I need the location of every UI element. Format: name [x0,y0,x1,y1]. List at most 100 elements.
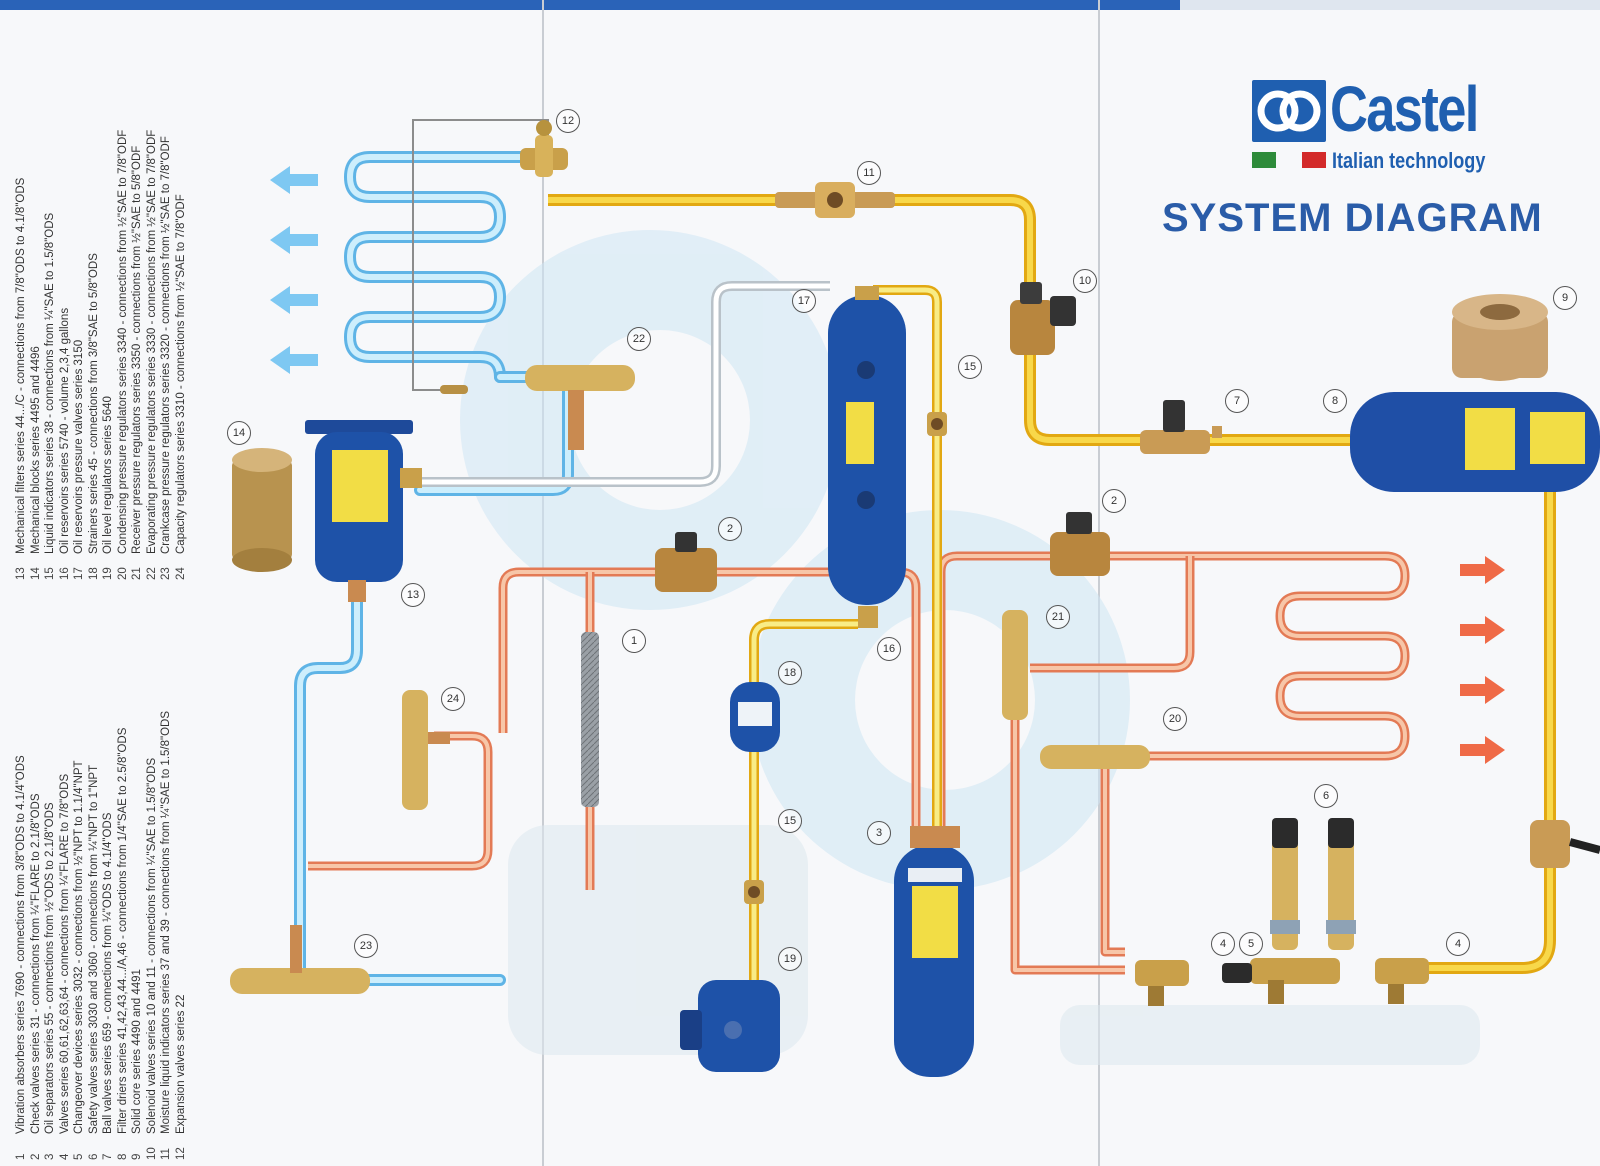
legend-item-number: 12 [174,1147,187,1160]
legend-item-text: Oil level regulators series 5640 [102,396,114,554]
oil-separator-3 [894,826,974,1077]
changeover-device-5 [1222,958,1340,1004]
solenoid-valve-10 [1010,282,1076,355]
legend-item-number: 1 [15,1153,27,1160]
liquid-indicator-15a [744,880,764,904]
legend-item: 10 Solenoid valves series 10 and 11 - con… [145,711,160,1160]
legend-item-text: Filter driers series 41,42,43,44.../A,46… [116,727,129,1134]
legend-item-text: Solenoid valves series 10 and 11 - conne… [145,757,158,1134]
legend-item-number: 15 [44,567,56,580]
condensing-regulator-20 [1040,745,1150,769]
callout-number: 18 [778,661,802,685]
cold-air-arrows [270,166,318,374]
legend-item-number: 22 [145,567,158,580]
legend-item: 8 Filter driers series 41,42,43,44.../A,4… [116,711,131,1160]
legend-item-number: 13 [15,567,27,580]
legend-item-number: 4 [58,1153,71,1160]
callout-number: 8 [1323,389,1347,413]
legend-item-text: Mechanical filters series 44.../C - conn… [15,177,27,554]
legend-item: 9 Solid core series 4490 and 4491 [130,711,145,1160]
ball-valve-7 [1140,400,1222,454]
callout-number: 2 [1102,489,1126,513]
legend-column-b: 13 Mechanical filters series 44.../C - co… [14,130,188,580]
legend-item-text: Capacity regulators series 3310 - connec… [174,194,187,554]
liquid-lines [548,194,1556,980]
callout-number: 9 [1553,286,1577,310]
callout-number: 20 [1163,707,1187,731]
oil-level-regulator-19 [680,980,780,1072]
callout-number: 17 [792,289,816,313]
solid-core-9 [1452,294,1548,381]
legend-item-number: 9 [131,1153,143,1160]
callout-number: 7 [1225,389,1249,413]
legend-column-a: 1 Vibration absorbers series 7690 - conne… [14,711,188,1160]
brand-tagline: Italian technology [1332,148,1486,173]
legend-item-number: 5 [73,1153,85,1160]
callout-number: 1 [622,629,646,653]
legend-item-number: 21 [131,567,143,580]
safety-valves-6 [1270,818,1356,950]
callout-number: 4 [1211,932,1235,956]
brand-name: Castel [1330,73,1479,145]
legend-item-text: Crankcase pressure regulators series 332… [160,136,172,554]
top-band-right [1180,0,1600,10]
capacity-regulator-24 [402,690,450,810]
legend-item-number: 24 [174,567,187,580]
legend-item-text: Vibration absorbers series 7690 - connec… [15,755,27,1134]
legend-item: 24 Capacity regulators series 3310 - conn… [174,130,189,580]
callout-number: 4 [1446,932,1470,956]
legend-item-text: Safety valves series 3030 and 3060 - con… [87,764,100,1134]
legend-item-number: 20 [116,567,129,580]
legend-item-text: Solid core series 4490 and 4491 [131,969,143,1134]
legend-item-text: Strainers series 45 - connections from 3… [87,253,100,554]
legend-item-text: Check valves series 31 - connections fro… [29,793,42,1134]
callout-number: 22 [627,327,651,351]
strainer-18 [730,682,780,752]
legend-item-text: Mechanical blocks series 4495 and 4496 [29,346,42,554]
legend-item-text: Condensing pressure regulators series 33… [116,129,129,554]
legend-item-number: 10 [145,1147,158,1160]
callout-number: 5 [1239,932,1263,956]
legend-item-number: 19 [102,567,114,580]
callout-number: 10 [1073,269,1097,293]
callout-number: 2 [718,517,742,541]
flag-red [1302,152,1326,168]
suction-lines [294,151,574,986]
check-valve-2a [655,532,717,592]
hot-air-arrows [1460,556,1505,764]
legend-item-number: 3 [44,1153,56,1160]
liquid-indicator-15b [927,412,947,436]
vibration-absorber-1 [581,632,599,807]
legend-item-text: Ball valves series 659 - connections fro… [102,812,114,1134]
oil-reservoir-16 [828,286,906,628]
valve-4b [1375,958,1429,1004]
callout-number: 23 [354,934,378,958]
top-band [0,0,1180,10]
crankcase-regulator-23 [230,925,370,994]
callout-number: 12 [556,109,580,133]
filter-drier-8 [1350,392,1600,492]
legend-item-text: Oil reservoirs series 5740 - volume 2,3,… [58,307,71,554]
legend-item-text: Receiver pressure regulators series 3350… [131,145,143,554]
pressure-regulator-22 [525,365,635,450]
callout-number: 14 [227,421,251,445]
check-valve-2b [1050,512,1110,576]
flag-green [1252,152,1276,168]
legend-item-number: 8 [116,1153,129,1160]
legend-item-text: Oil reservoirs pressure valves series 31… [73,339,85,554]
